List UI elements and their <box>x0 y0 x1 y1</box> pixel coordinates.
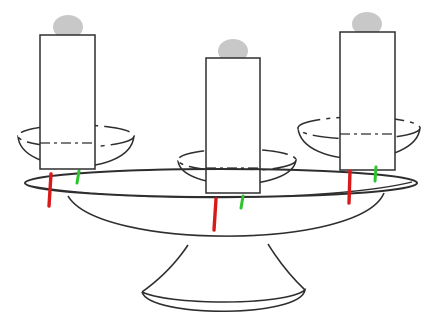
stand <box>141 243 307 313</box>
platter-ring-inner <box>29 181 413 199</box>
stand-neck-left <box>141 244 189 293</box>
flame-right <box>352 12 382 36</box>
flame-left <box>53 15 83 39</box>
candle-right <box>339 31 396 171</box>
stand-neck-right <box>267 243 306 291</box>
platter-bowl <box>67 192 385 237</box>
green-marker-middle <box>239 194 245 210</box>
stand-base <box>141 288 307 313</box>
candle-middle <box>205 57 261 194</box>
flame-middle <box>218 39 248 63</box>
candles <box>39 31 396 194</box>
platter-bowl-outline <box>67 192 385 237</box>
flames <box>53 12 382 63</box>
red-marker-middle <box>212 197 218 232</box>
platter-ring <box>24 168 418 199</box>
cup-rims-front <box>40 133 395 169</box>
markers <box>47 165 378 232</box>
green-marker-left <box>75 169 81 185</box>
green-marker-right <box>373 165 378 183</box>
candle-left <box>39 34 96 170</box>
red-marker-left <box>47 172 53 208</box>
red-marker-right <box>347 169 352 205</box>
